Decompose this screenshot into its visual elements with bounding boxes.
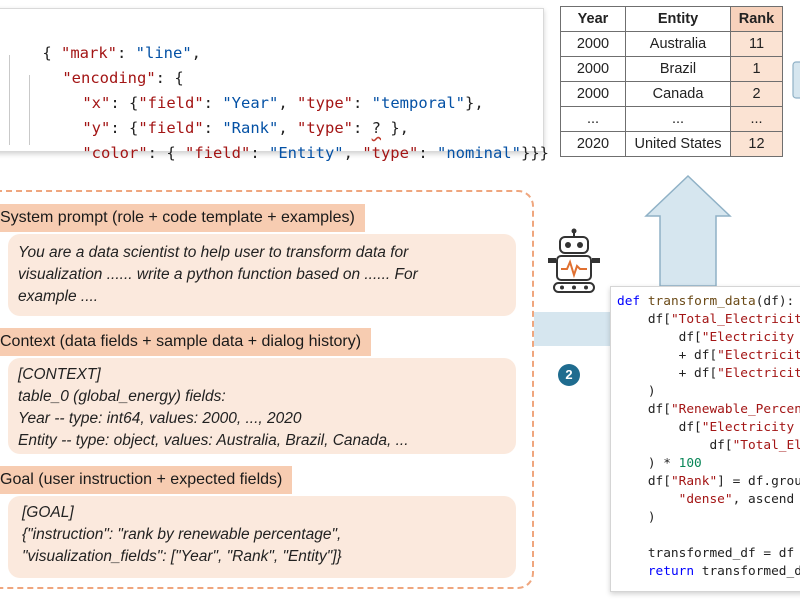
- code-line: transformed_df = df: [617, 546, 795, 561]
- code-line: return transformed_d: [647, 564, 800, 579]
- code-line: ) * 100: [617, 456, 702, 471]
- code-line: df["Renewable_Percen: [617, 402, 800, 417]
- goal-box: [GOAL] {"instruction": "rank by renewabl…: [8, 496, 516, 578]
- context-line: [CONTEXT]: [18, 366, 101, 383]
- code-line: df["Rank"] = df.grou: [617, 474, 800, 489]
- cell-rank: 11: [730, 31, 783, 57]
- cell-entity: Brazil: [625, 56, 731, 82]
- cell-year: 2000: [560, 56, 626, 82]
- spec-line-x: "x": {"field": "Year", "type": "temporal…: [82, 94, 484, 112]
- up-arrow-icon: [644, 174, 732, 287]
- code-line: def transform_data(df):: [617, 294, 795, 309]
- spec-line-color: "color": { "field": "Entity", "type": "n…: [82, 144, 549, 162]
- transformed-data-table: Year Entity Rank 2000 Australia 11 2000 …: [560, 6, 783, 157]
- cell-entity: ...: [625, 106, 731, 132]
- system-prompt-heading: System prompt (role + code template + ex…: [0, 204, 365, 232]
- code-line: df["Electricity: [617, 330, 795, 345]
- system-prompt-line: visualization ...... write a python func…: [18, 266, 418, 283]
- context-box: [CONTEXT] table_0 (global_energy) fields…: [8, 358, 516, 454]
- right-edge-arrow-fragment: [792, 61, 800, 99]
- llm-prompt-panel: System prompt (role + code template + ex…: [0, 190, 534, 589]
- cell-rank: ...: [730, 106, 783, 132]
- context-heading: Context (data fields + sample data + dia…: [0, 328, 372, 356]
- spec-line-encoding: "encoding": {: [62, 69, 184, 87]
- code-line: + df["Electricit: [617, 366, 800, 381]
- cell-year: 2000: [560, 31, 626, 57]
- goal-heading: Goal (user instruction + expected fields…: [0, 466, 293, 494]
- code-line: + df["Electricit: [617, 348, 800, 363]
- table-row: ... ... ...: [560, 106, 783, 132]
- context-line: Entity -- type: object, values: Australi…: [18, 432, 409, 449]
- code-line: df["Total_El: [617, 438, 800, 453]
- goal-line: [GOAL]: [22, 504, 74, 521]
- code-line: df["Electricity: [617, 420, 795, 435]
- system-prompt-line: example ....: [18, 288, 99, 305]
- code-line: df["Total_Electricit: [617, 312, 800, 327]
- goal-line: {"instruction": "rank by renewable perce…: [22, 526, 342, 543]
- indent-guide: [9, 55, 10, 145]
- robot-icon: [548, 228, 600, 293]
- indent-guide: [29, 75, 30, 145]
- column-header-year: Year: [560, 6, 626, 32]
- missing-type-marker: ?: [371, 119, 382, 137]
- python-code-panel: def transform_data(df): df["Total_Electr…: [610, 286, 800, 592]
- system-prompt-line: You are a data scientist to help user to…: [18, 244, 409, 261]
- prompt-to-code-connector: [530, 312, 612, 346]
- cell-entity: Canada: [625, 81, 731, 107]
- code-line: ): [617, 510, 656, 525]
- cell-entity: Australia: [625, 31, 731, 57]
- context-line: table_0 (global_energy) fields:: [18, 388, 226, 405]
- table-header-row: Year Entity Rank: [560, 6, 783, 32]
- cell-rank: 2: [730, 81, 783, 107]
- spec-line-y: "y": {"field": "Rank", "type": ? },: [82, 119, 410, 137]
- cell-year: ...: [560, 106, 626, 132]
- vega-lite-spec-panel: { "mark": "line", "encoding": { "x": {"f…: [0, 8, 549, 162]
- cell-entity: United States: [625, 131, 731, 157]
- table-row: 2000 Canada 2: [560, 81, 783, 107]
- column-header-rank: Rank: [730, 6, 783, 32]
- cell-year: 2000: [560, 81, 626, 107]
- cell-year: 2020: [560, 131, 626, 157]
- table-row: 2000 Brazil 1: [560, 56, 783, 82]
- table-row: 2000 Australia 11: [560, 31, 783, 57]
- column-header-entity: Entity: [625, 6, 731, 32]
- code-line: ): [617, 384, 656, 399]
- cell-rank: 1: [730, 56, 783, 82]
- cell-rank: 12: [730, 131, 783, 157]
- spec-line-mark: { "mark": "line",: [42, 44, 202, 62]
- step-badge: 2: [558, 364, 580, 386]
- table-row: 2020 United States 12: [560, 131, 783, 157]
- goal-line: "visualization_fields": ["Year", "Rank",…: [22, 548, 342, 565]
- system-prompt-box: You are a data scientist to help user to…: [8, 234, 516, 316]
- context-line: Year -- type: int64, values: 2000, ..., …: [18, 410, 302, 427]
- code-line: "dense", ascend: [678, 492, 795, 507]
